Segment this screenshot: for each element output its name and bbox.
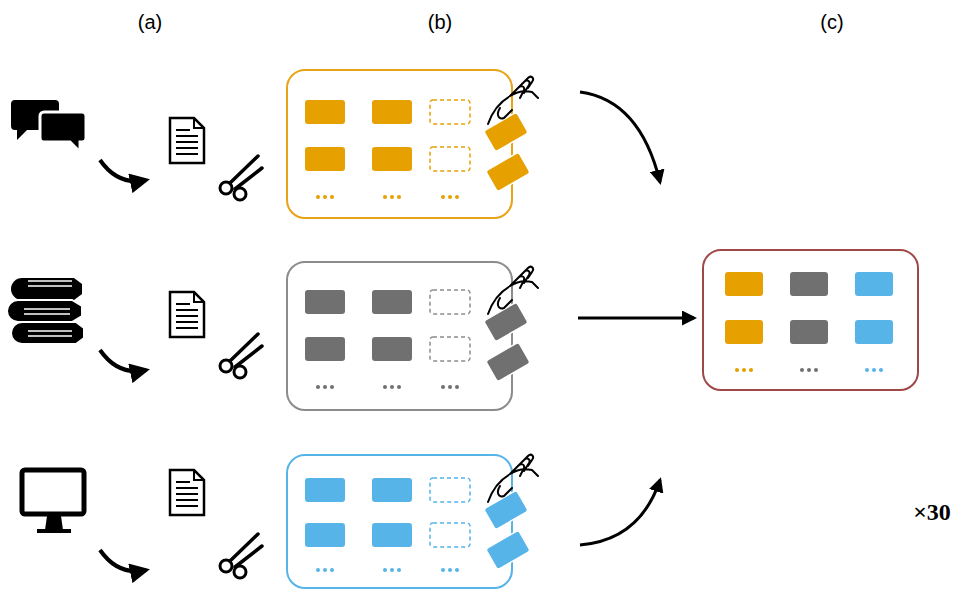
scissors-icon [220,156,262,200]
scissors-icon [220,334,262,378]
monitor-icon [22,470,84,533]
panel-label: (a) [138,11,162,33]
document-icon [170,118,204,163]
chat-icon [11,100,86,152]
label-holder: (b) [428,11,452,34]
straight-arrow [578,317,694,320]
curved-arrow [100,350,146,371]
document-icon [170,470,204,515]
repeat-count: ×30 [913,499,951,525]
curved-arrow [580,92,660,182]
curved-arrow [580,480,660,545]
books-icon [7,278,84,344]
blue-pool [287,455,538,588]
document-icon [170,292,204,337]
panel-label: (c) [820,11,843,33]
scissors-icon [220,534,262,578]
curved-arrow [100,550,146,571]
orange-pool [287,70,538,218]
curved-arrow [100,160,146,181]
label-holder: ×30 [913,499,951,526]
panel-label: (b) [428,11,452,33]
gray-pool [287,262,538,410]
label-holder: (c) [820,11,843,34]
label-holder: (a) [138,11,162,34]
sample-set [703,250,918,390]
